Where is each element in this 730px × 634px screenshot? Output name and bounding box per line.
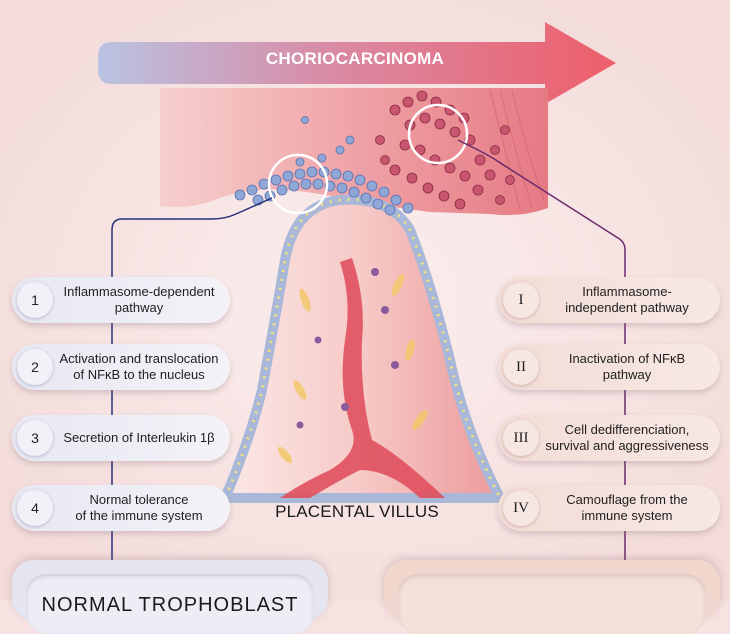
normal-step-2: 2 Activation and translocation of NFκB t… [12,344,230,390]
fetal-blood-vessel [280,258,445,498]
step-number-badge: II [503,349,539,385]
step-number-badge: IV [503,490,539,526]
villus-border-dots [223,198,502,499]
decidua-tissue [160,88,548,216]
normal-zoom-circle [267,153,329,215]
tumor-step-3: III Cell dedifferenciation, survival and… [498,415,720,461]
step-number-badge: 3 [17,420,53,456]
step-text: Cell dedifferenciation, survival and agg… [545,422,709,453]
left-connector-line [111,197,273,560]
progression-arrow [98,22,616,104]
tumor-step-4: IV Camouflage from the immune system [498,485,720,531]
right-connector-line [457,139,626,560]
step-text: Secretion of Interleukin 1β [63,430,215,445]
tumor-step-1: I Inflammasome- independent pathway [498,277,720,323]
tumor-step-2: II Inactivation of NFκB pathway [498,344,720,390]
step-number-badge: 2 [17,349,53,385]
step-text: Normal tolerance of the immune system [75,492,203,523]
step-text: Camouflage from the immune system [566,492,688,523]
normal-step-3: 3 Secretion of Interleukin 1β [12,415,230,461]
step-text: Inactivation of NFκB pathway [568,351,686,382]
normal-trophoblast-cells [234,116,414,216]
tumor-zoom-circle [407,103,469,165]
step-text: Inflammasome- independent pathway [565,284,689,315]
step-number-badge: 4 [17,490,53,526]
step-number-badge: 1 [17,282,53,318]
choriocarcinoma-inner [398,574,706,634]
normal-trophoblast-box: NORMAL TROPHOBLAST [12,560,328,634]
immune-cells [296,268,399,429]
step-text: Inflammasome-dependent pathway [63,284,215,315]
normal-step-1: 1 Inflammasome-dependent pathway [12,277,230,323]
diagram-title: CHORIOCARCINOMA [265,49,445,68]
step-number-badge: III [503,420,539,456]
step-text: Activation and translocation of NFκB to … [59,351,219,382]
villus-label: PLACENTAL VILLUS [275,502,439,521]
choriocarcinoma-box [384,560,720,634]
stromal-cells [277,273,428,464]
normal-trophoblast-inner: NORMAL TROPHOBLAST [26,574,314,634]
normal-trophoblast-label: NORMAL TROPHOBLAST [41,594,299,616]
step-number-badge: I [503,282,539,318]
normal-step-4: 4 Normal tolerance of the immune system [12,485,230,531]
